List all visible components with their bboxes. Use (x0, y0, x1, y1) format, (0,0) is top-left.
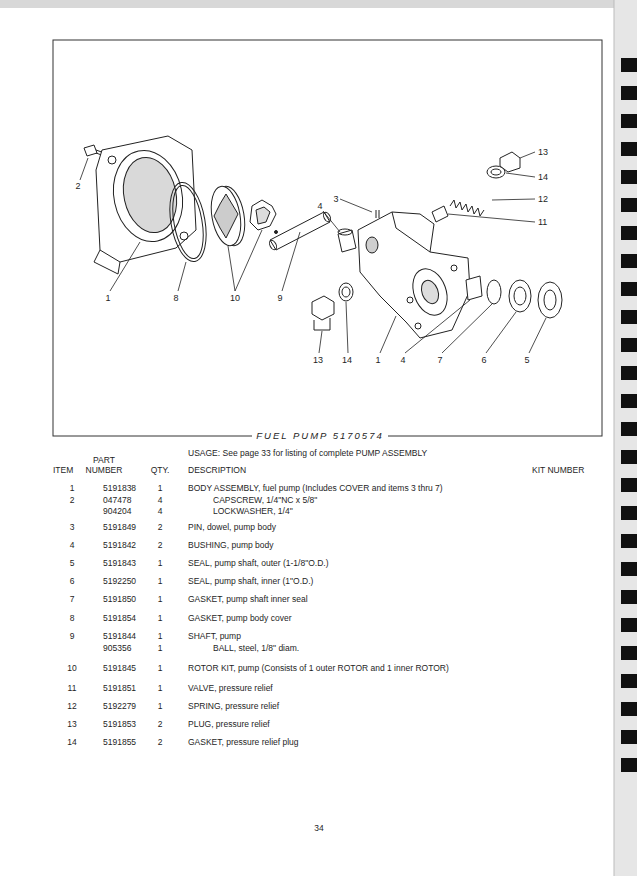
item-number: 9 (70, 631, 75, 641)
item-number: 3 (70, 522, 75, 532)
part-number: 5191845 (103, 663, 136, 673)
callout-number: 4 (400, 355, 405, 365)
item-number: 11 (68, 683, 77, 693)
callout-number: 14 (538, 172, 548, 182)
usage-note: USAGE: See page 33 for listing of comple… (188, 448, 427, 458)
quantity: 1 (158, 631, 163, 641)
quantity: 4 (158, 506, 163, 516)
column-header: KIT NUMBER (532, 465, 584, 475)
part-number: 904204 (103, 506, 131, 516)
part-number: 5191850 (103, 594, 136, 604)
part-number: 5191842 (103, 540, 136, 550)
description: SEAL, pump shaft, inner (1"O.D.) (188, 576, 313, 586)
quantity: 1 (158, 558, 163, 568)
item-number: 5 (70, 558, 75, 568)
description: CAPSCREW, 1/4"NC x 5/8" (213, 495, 317, 505)
callout-number: 8 (173, 293, 178, 303)
quantity: 4 (158, 495, 163, 505)
quantity: 1 (158, 701, 163, 711)
quantity: 2 (158, 540, 163, 550)
quantity: 1 (158, 683, 163, 693)
item-number: 1 (70, 483, 75, 493)
quantity: 2 (158, 719, 163, 729)
part-number: 5191853 (103, 719, 136, 729)
column-header: DESCRIPTION (188, 465, 246, 475)
description: VALVE, pressure relief (188, 683, 273, 693)
column-header: QTY. (151, 465, 170, 475)
callout-number: 13 (313, 355, 323, 365)
item-number: 7 (70, 594, 75, 604)
description: BUSHING, pump body (188, 540, 274, 550)
item-number: 10 (67, 663, 76, 673)
callout-number: 14 (342, 355, 352, 365)
description: BALL, steel, 1/8" diam. (213, 643, 299, 653)
quantity: 1 (158, 613, 163, 623)
callout-number: 9 (277, 293, 282, 303)
callout-number: 2 (75, 181, 80, 191)
description: GASKET, pump body cover (188, 613, 291, 623)
callout-number: 7 (437, 355, 442, 365)
description: SEAL, pump shaft, outer (1-1/8"O.D.) (188, 558, 329, 568)
description: PLUG, pressure relief (188, 719, 270, 729)
quantity: 2 (158, 737, 163, 747)
callout-number: 1 (375, 355, 380, 365)
callout-number: 6 (481, 355, 486, 365)
description: GASKET, pressure relief plug (188, 737, 299, 747)
description: SPRING, pressure relief (188, 701, 279, 711)
callout-number: 10 (230, 293, 240, 303)
description: ROTOR KIT, pump (Consists of 1 outer ROT… (188, 663, 449, 673)
callout-number: 4 (317, 201, 322, 211)
quantity: 2 (158, 522, 163, 532)
page-number: 34 (314, 823, 323, 833)
item-number: 8 (70, 613, 75, 623)
part-number: 5191855 (103, 737, 136, 747)
item-number: 4 (70, 540, 75, 550)
callout-number: 3 (333, 194, 338, 204)
description: LOCKWASHER, 1/4" (213, 506, 293, 516)
quantity: 1 (158, 643, 163, 653)
callout-number: 13 (538, 147, 548, 157)
item-number: 14 (67, 737, 76, 747)
part-number: 047478 (103, 495, 131, 505)
part-number: 5192250 (103, 576, 136, 586)
callout-number: 12 (538, 194, 548, 204)
part-number: 5191854 (103, 613, 136, 623)
item-number: 12 (67, 701, 76, 711)
callout-number: 1 (105, 293, 110, 303)
description: SHAFT, pump (188, 631, 241, 641)
callout-number: 5 (524, 355, 529, 365)
part-number: 5191851 (103, 683, 136, 693)
part-number: 5191838 (103, 483, 136, 493)
quantity: 1 (158, 576, 163, 586)
part-number: 5191844 (103, 631, 136, 641)
column-header: ITEM (53, 465, 73, 475)
callout-number: 11 (538, 217, 547, 227)
item-number: 2 (70, 495, 75, 505)
column-header: PART NUMBER (82, 455, 126, 475)
part-number: 905356 (103, 643, 131, 653)
item-number: 6 (70, 576, 75, 586)
item-number: 13 (67, 719, 76, 729)
description: BODY ASSEMBLY, fuel pump (Includes COVER… (188, 483, 443, 493)
description: PIN, dowel, pump body (188, 522, 276, 532)
figure-title: FUEL PUMP 5170574 (252, 431, 387, 441)
quantity: 1 (158, 663, 163, 673)
description: GASKET, pump shaft inner seal (188, 594, 308, 604)
part-number: 5192279 (103, 701, 136, 711)
part-number: 5191843 (103, 558, 136, 568)
quantity: 1 (158, 594, 163, 604)
part-number: 5191849 (103, 522, 136, 532)
quantity: 1 (158, 483, 163, 493)
